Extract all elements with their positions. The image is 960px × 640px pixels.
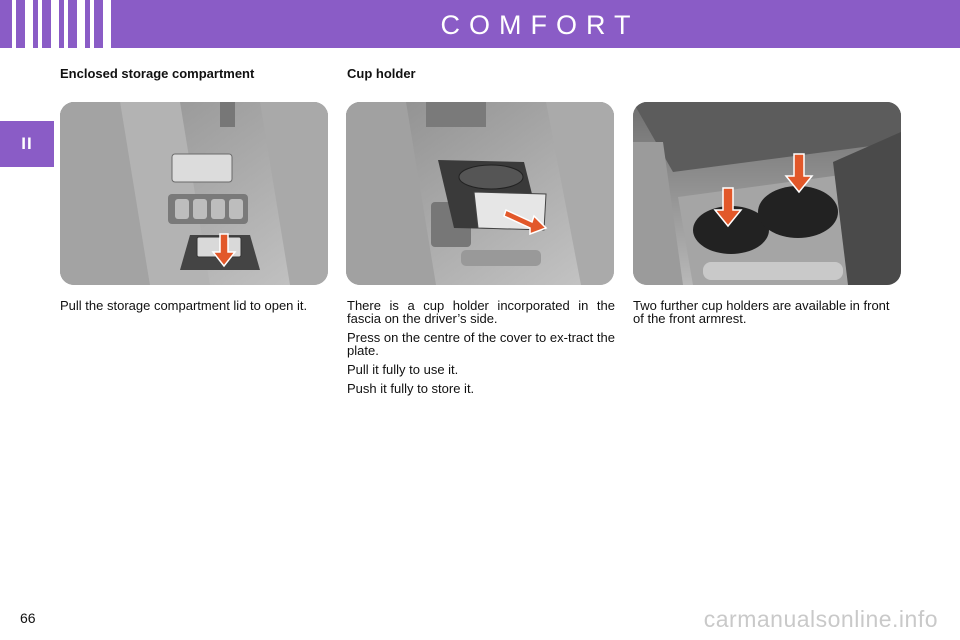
fascia-cup-holder-illustration bbox=[346, 102, 614, 285]
cup-holder-arrow-left bbox=[713, 187, 743, 228]
armrest-cup-holders-photo bbox=[633, 102, 901, 285]
heading-storage-compartment: Enclosed storage compartment bbox=[60, 66, 255, 81]
header-stripe bbox=[90, 0, 94, 48]
heading-cup-holder: Cup holder bbox=[347, 66, 416, 81]
paragraph: Pull it fully to use it. bbox=[347, 362, 459, 377]
header-stripe bbox=[12, 0, 16, 48]
armrest-cup-holders-text: Two further cup holders are available in… bbox=[633, 299, 901, 331]
header-stripe bbox=[103, 0, 111, 48]
storage-compartment-photo bbox=[60, 102, 328, 285]
header-bar: COMFORT bbox=[0, 0, 960, 48]
header-stripe bbox=[25, 0, 33, 48]
cup-holder-text: There is a cup holder incorporated in th… bbox=[347, 299, 615, 401]
storage-compartment-text: Pull the storage compartment lid to open… bbox=[60, 299, 328, 318]
paragraph: Pull the storage compartment lid to open… bbox=[60, 298, 308, 313]
pull-arrow bbox=[211, 233, 237, 268]
paragraph: Push it fully to store it. bbox=[347, 381, 475, 396]
section-tab: II bbox=[0, 121, 54, 167]
header-title: COMFORT bbox=[440, 10, 640, 40]
armrest-cup-holders-illustration bbox=[633, 102, 901, 285]
fascia-cup-holder-photo bbox=[346, 102, 614, 285]
watermark: carmanualsonline.info bbox=[703, 606, 938, 632]
paragraph: There is a cup holder incorporated in th… bbox=[347, 298, 615, 326]
header-stripe bbox=[77, 0, 85, 48]
extract-arrow bbox=[503, 208, 548, 236]
header-stripe bbox=[64, 0, 68, 48]
paragraph: Two further cup holders are available in… bbox=[633, 298, 890, 326]
header-stripe bbox=[38, 0, 42, 48]
header-stripe bbox=[51, 0, 59, 48]
paragraph: Press on the centre of the cover to ex-t… bbox=[347, 330, 615, 358]
cup-holder-arrow-right bbox=[784, 153, 814, 194]
storage-compartment-illustration bbox=[60, 102, 328, 285]
page-number: 66 bbox=[20, 610, 36, 626]
header-stripes bbox=[12, 0, 116, 48]
